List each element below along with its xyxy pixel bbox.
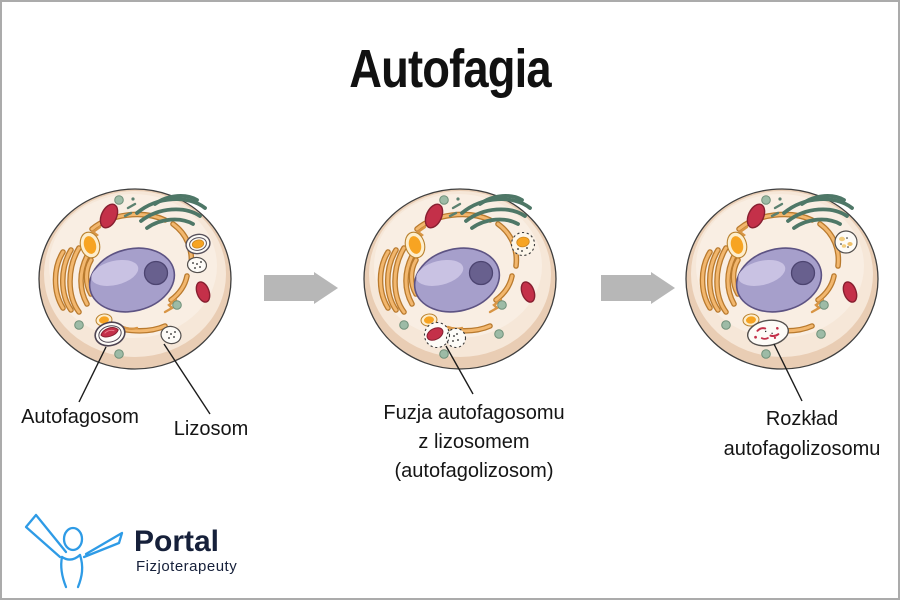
arrow-right-icon xyxy=(601,272,675,304)
label-lysosome: Lizosom xyxy=(173,418,249,440)
cell-stage-3 xyxy=(682,184,882,374)
degrading-autophagolysosome-icon xyxy=(746,319,790,347)
logo-title: Portal xyxy=(134,525,220,558)
label-breakdown-line2: autofagolizosomu xyxy=(723,438,881,460)
fusing-autophagolysosome-icon xyxy=(423,321,467,349)
logo: Portal Fizjoterapeuty xyxy=(16,505,256,595)
label-breakdown: Rozkład autofagolizosomu xyxy=(692,404,898,464)
peroxisome-icon xyxy=(185,233,211,255)
label-fusion-line1: Fuzja autofagosomu xyxy=(383,402,565,424)
peroxisome-dotted-icon xyxy=(510,231,536,257)
label-autophagosome: Autofagosom xyxy=(21,406,139,428)
label-fusion-line2: z lizosomem xyxy=(418,431,530,453)
label-fusion: Fuzja autofagosomu z lizosomem (autofago… xyxy=(354,399,594,486)
autophagosome-icon xyxy=(94,321,126,347)
page-title: Autofagia xyxy=(349,39,551,99)
label-breakdown-line1: Rozkład xyxy=(765,408,839,430)
label-fusion-line3: (autofagolizosom) xyxy=(394,460,554,482)
arrow-right-icon xyxy=(264,272,338,304)
lysosome-top-icon xyxy=(186,256,208,274)
logo-subtitle: Fizjoterapeuty xyxy=(136,558,238,575)
person-figure-icon xyxy=(24,513,124,589)
cell-stage-1 xyxy=(35,184,235,374)
lysosome-bottom-icon xyxy=(160,325,182,345)
residual-body-icon xyxy=(834,230,858,254)
cell-stage-2 xyxy=(360,184,560,374)
